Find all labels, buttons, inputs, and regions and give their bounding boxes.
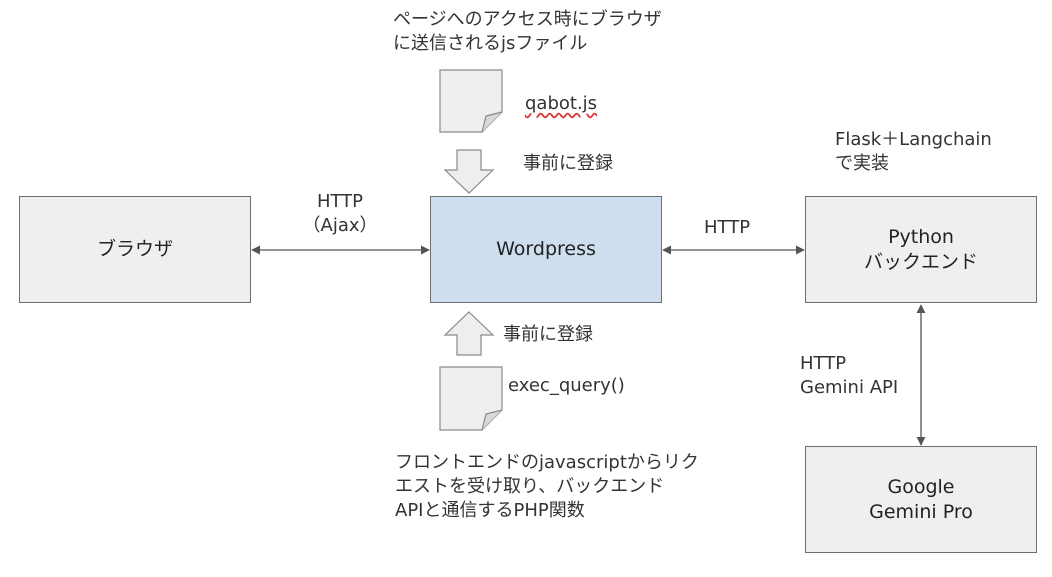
register-label-bottom: 事前に登録 <box>503 324 593 345</box>
qabot-file-icon <box>439 69 503 133</box>
exec-query-file-icon <box>439 366 503 431</box>
wordpress-box-label: Wordpress <box>496 238 596 260</box>
qabot-description-line2: に送信されるjsファイル <box>393 33 588 54</box>
gemini-pro-box: Google Gemini Pro <box>805 446 1037 553</box>
qabot-description: ページへのアクセス時にブラウザ に送信されるjsファイル <box>393 8 662 56</box>
python-gemini-edge-label: HTTP Gemini API <box>800 353 899 398</box>
qabot-description-line1: ページへのアクセス時にブラウザ <box>393 9 662 30</box>
python-box-line1: Python <box>888 225 954 248</box>
flask-langchain-note: Flask＋Langchain で実装 <box>835 129 992 174</box>
exec-query-label: exec_query() <box>508 375 625 396</box>
python-box-line2: バックエンド <box>863 250 978 273</box>
exec-query-description: フロントエンドのjavascriptからリク エストを受け取り、バックエンド A… <box>395 452 699 521</box>
gemini-box-line1: Google <box>887 475 955 498</box>
register-down-arrow <box>443 149 495 194</box>
wordpress-box: Wordpress <box>430 196 662 303</box>
python-backend-box: Python バックエンド <box>805 196 1037 303</box>
browser-box: ブラウザ <box>19 196 251 303</box>
qabot-file-label: qabot.js <box>525 93 598 114</box>
register-label-top: 事前に登録 <box>523 153 613 174</box>
register-up-arrow <box>443 311 495 356</box>
browser-box-label: ブラウザ <box>96 238 173 260</box>
gemini-box-line2: Gemini Pro <box>869 500 973 523</box>
browser-wordpress-edge-label: HTTP （Ajax） <box>302 191 378 236</box>
wordpress-python-edge-label: HTTP <box>704 217 751 238</box>
